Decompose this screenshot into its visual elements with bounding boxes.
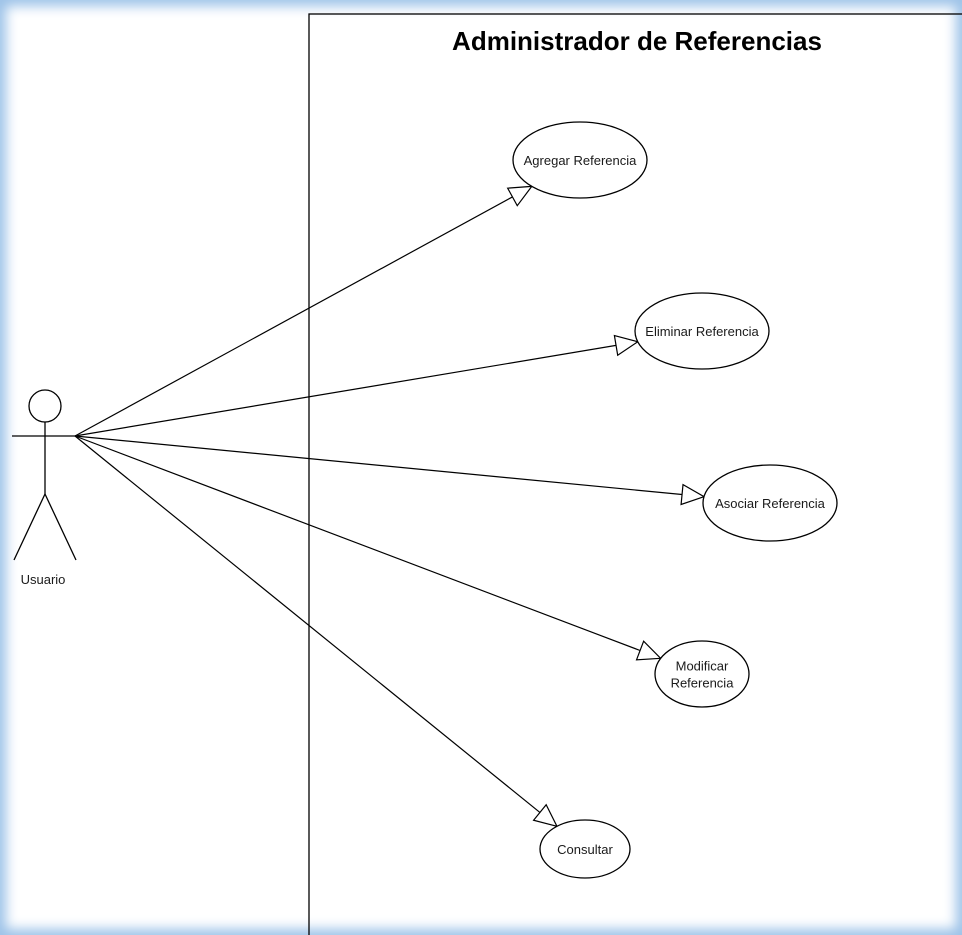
arrowhead-asociar: [680, 483, 706, 506]
use-case-eliminar[interactable]: Eliminar Referencia: [634, 292, 770, 370]
arrowhead-consultar: [532, 803, 559, 828]
use-case-ellipse: [702, 464, 838, 542]
association-consultar: [74, 435, 541, 813]
system-title: Administrador de Referencias: [452, 26, 822, 56]
system-boundary: [308, 13, 962, 935]
use-case-label: Referencia: [671, 676, 735, 691]
use-case-agregar[interactable]: Agregar Referencia: [512, 121, 648, 199]
actor-right-leg: [44, 493, 77, 561]
use-case-label: Eliminar Referencia: [645, 324, 759, 339]
use-case-asociar[interactable]: Asociar Referencia: [702, 464, 838, 542]
use-case-consultar[interactable]: Consultar: [539, 819, 631, 879]
association-agregar: [74, 196, 513, 437]
arrowhead-modificar: [635, 640, 663, 661]
arrowhead-agregar: [506, 185, 534, 207]
use-case-ellipse: [539, 819, 631, 879]
associations: [74, 185, 706, 828]
use-case-label: Agregar Referencia: [524, 153, 637, 168]
actor-left-leg: [13, 493, 46, 561]
actor-usuario[interactable]: Usuario: [12, 389, 78, 587]
use-case-label: Asociar Referencia: [715, 496, 826, 511]
arrowhead-eliminar: [613, 334, 640, 357]
association-asociar: [74, 435, 683, 496]
actor-label: Usuario: [21, 572, 66, 587]
use-case-ellipse: [512, 121, 648, 199]
actor-head: [28, 389, 62, 423]
use-case-label: Consultar: [557, 842, 613, 857]
association-modificar: [74, 435, 641, 652]
association-eliminar: [74, 344, 617, 437]
use-case-ellipse: [634, 292, 770, 370]
use-case-ellipse: [654, 640, 750, 708]
use-case-label: Modificar: [676, 659, 729, 674]
